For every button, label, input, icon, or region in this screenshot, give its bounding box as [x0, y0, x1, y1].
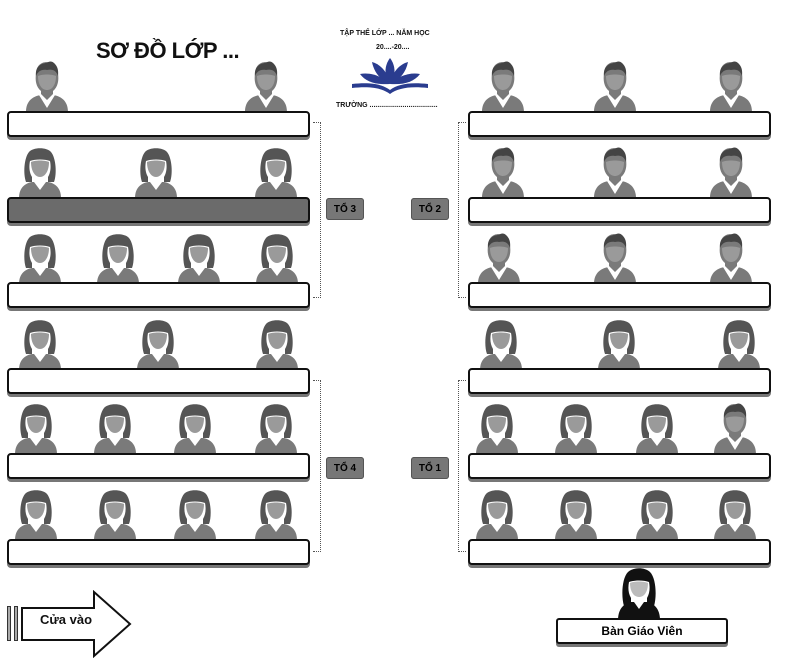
female-student-icon — [176, 230, 222, 284]
teacher-desk: Bàn Giáo Viên — [556, 618, 728, 644]
student-desk — [7, 282, 310, 308]
female-student-icon — [17, 230, 63, 284]
group-bracket — [458, 380, 466, 552]
male-student-icon — [476, 230, 522, 284]
male-student-icon — [243, 58, 289, 112]
group-2-label: TỔ 2 — [411, 198, 449, 220]
female-student-icon — [553, 400, 599, 454]
female-student-icon — [634, 400, 680, 454]
teacher-icon — [616, 566, 662, 620]
group-1-label: TỔ 1 — [411, 457, 449, 479]
student-desk — [7, 539, 310, 565]
door-frame — [14, 606, 18, 641]
male-student-icon — [592, 144, 638, 198]
female-student-icon — [474, 400, 520, 454]
female-student-icon — [92, 486, 138, 540]
student-desk — [468, 111, 771, 137]
group-bracket — [313, 122, 321, 298]
student-desk — [7, 368, 310, 394]
student-desk — [468, 453, 771, 479]
female-student-icon — [596, 316, 642, 370]
group-bracket — [458, 122, 466, 298]
door-arrow-icon — [21, 590, 132, 658]
female-student-icon — [13, 400, 59, 454]
male-student-icon — [712, 400, 758, 454]
female-student-icon — [135, 316, 181, 370]
student-desk — [7, 111, 310, 137]
male-student-icon — [708, 230, 754, 284]
lotus-book-logo-icon — [352, 58, 428, 94]
male-student-icon — [480, 144, 526, 198]
door-label: Cửa vào — [40, 612, 93, 627]
female-student-icon — [478, 316, 524, 370]
female-student-icon — [172, 486, 218, 540]
student-desk — [468, 282, 771, 308]
female-student-icon — [474, 486, 520, 540]
male-student-icon — [24, 58, 70, 112]
female-student-icon — [17, 316, 63, 370]
school-name-line: TRƯỜNG .................................… — [336, 102, 438, 109]
group-bracket — [313, 380, 321, 552]
female-student-icon — [253, 486, 299, 540]
student-desk — [7, 453, 310, 479]
female-student-icon — [253, 144, 299, 198]
group-4-label: TỔ 4 — [326, 457, 364, 479]
male-student-icon — [480, 58, 526, 112]
male-student-icon — [592, 58, 638, 112]
group-3-label: TỔ 3 — [326, 198, 364, 220]
female-student-icon — [17, 144, 63, 198]
female-student-icon — [553, 486, 599, 540]
female-student-icon — [254, 230, 300, 284]
student-desk — [468, 539, 771, 565]
female-student-icon — [254, 316, 300, 370]
male-student-icon — [708, 144, 754, 198]
student-desk — [468, 368, 771, 394]
male-student-icon — [708, 58, 754, 112]
female-student-icon — [716, 316, 762, 370]
school-year-range: 20....-20.... — [376, 44, 410, 51]
female-student-icon — [172, 400, 218, 454]
male-student-icon — [592, 230, 638, 284]
female-student-icon — [712, 486, 758, 540]
class-year-line: TẬP THỂ LỚP ... NĂM HỌC — [340, 30, 430, 37]
female-student-icon — [95, 230, 141, 284]
female-student-icon — [13, 486, 59, 540]
classroom-map-title: SƠ ĐỒ LỚP ... — [96, 38, 240, 63]
female-student-icon — [634, 486, 680, 540]
female-student-icon — [92, 400, 138, 454]
student-desk — [468, 197, 771, 223]
female-student-icon — [133, 144, 179, 198]
student-desk-shaded — [7, 197, 310, 223]
door-frame — [7, 606, 11, 641]
female-student-icon — [253, 400, 299, 454]
